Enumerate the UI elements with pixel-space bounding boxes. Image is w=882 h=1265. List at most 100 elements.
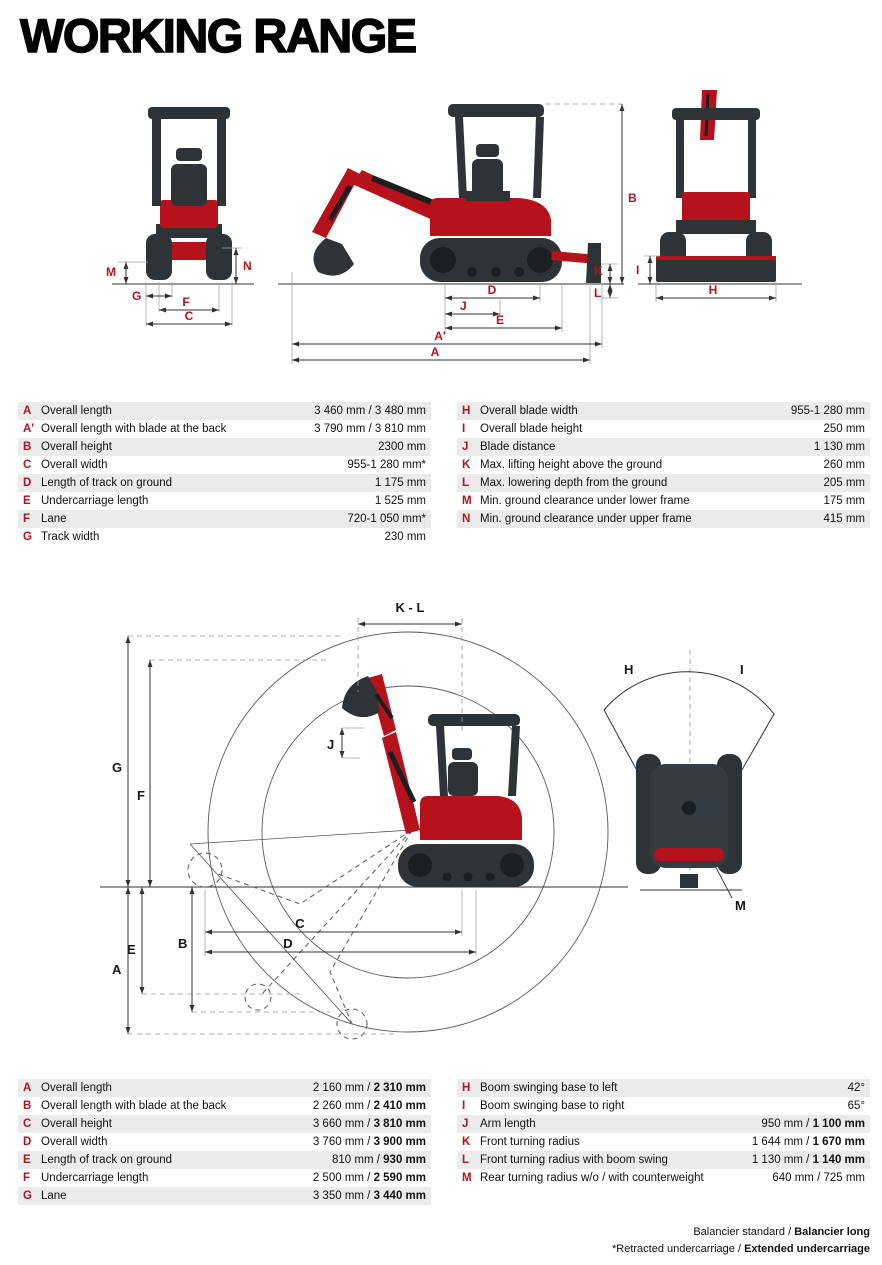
row-key-letter: N — [462, 513, 471, 525]
row-value: 2 500 mm / 2 590 mm — [312, 1172, 426, 1184]
row-value: 720-1 050 mm* — [347, 513, 426, 525]
row-label: Max. lowering depth from the ground — [480, 477, 668, 489]
dim-label-a: A — [431, 345, 440, 359]
row-key-letter: G — [23, 1190, 32, 1202]
row-label: Overall width — [41, 459, 108, 471]
row-label: Front turning radius with boom swing — [480, 1154, 668, 1166]
dim-label-e: E — [496, 313, 504, 327]
dim-label-m: M — [106, 265, 116, 279]
row-value: 2 160 mm / 2 310 mm — [312, 1082, 426, 1094]
row-label: Boom swinging base to right — [480, 1100, 625, 1112]
page-title: WORKING RANGE — [19, 8, 418, 62]
row-value: 260 mm — [823, 459, 865, 471]
row-key-letter: H — [462, 1082, 471, 1094]
dim-label-b: B — [628, 191, 637, 205]
row-label: Lane — [41, 1190, 67, 1202]
row-key-letter: C — [23, 1118, 32, 1130]
row-key-letter: K — [462, 459, 471, 471]
row-value: 3 660 mm / 3 810 mm — [312, 1118, 426, 1130]
dim-label-d: D — [488, 283, 497, 297]
footnote-balancier: Balancier standard / Balancier long — [693, 1226, 870, 1238]
row-label: Front turning radius — [480, 1136, 580, 1148]
working-range-dimensions: K - L J G F E B A C — [112, 600, 477, 1035]
row-label: Length of track on ground — [41, 477, 173, 489]
row-value: 955-1 280 mm* — [347, 459, 426, 471]
row-key-letter: D — [23, 1136, 32, 1148]
side-view-drawing: B K L D J E A' A — [278, 103, 637, 364]
row-key-letter: B — [23, 441, 32, 453]
dim-label-h: H — [624, 662, 633, 677]
row-key-letter: J — [462, 1118, 469, 1130]
row-label: Length of track on ground — [41, 1154, 173, 1166]
row-label: Overall blade width — [480, 405, 578, 417]
row-value: 2300 mm — [378, 441, 426, 453]
row-label: Boom swinging base to left — [480, 1082, 618, 1094]
row-key-letter: B — [23, 1100, 32, 1112]
row-value: 1 525 mm — [374, 495, 426, 507]
row-value: 1 175 mm — [374, 477, 426, 489]
row-key-letter: H — [462, 405, 471, 417]
row-label: Undercarriage length — [41, 1172, 149, 1184]
row-label: Lane — [41, 513, 67, 525]
row-label: Arm length — [480, 1118, 536, 1130]
dim-label-j: J — [460, 299, 467, 313]
dim-label-c: C — [295, 916, 305, 931]
table-row: B Overall height 2300 mm — [18, 438, 431, 456]
dim-label-k: K — [594, 264, 603, 278]
table-row: H Boom swinging base to left 42° — [457, 1079, 870, 1097]
dim-label-j: J — [327, 737, 334, 752]
dim-label-l: L — [594, 286, 601, 300]
dim-label-n: N — [243, 259, 252, 273]
row-label: Overall length — [41, 405, 112, 417]
row-value: 950 mm / 1 100 mm — [761, 1118, 865, 1130]
row-key-letter: A — [23, 405, 32, 417]
row-label: Blade distance — [480, 441, 556, 453]
row-value: 640 mm / 725 mm — [772, 1172, 865, 1184]
row-label: Overall length with blade at the back — [41, 1100, 227, 1112]
dim-label-a: A — [112, 962, 122, 977]
row-key-letter: K — [462, 1136, 471, 1148]
front-view-drawing: M N G F C — [106, 107, 254, 327]
dim-label-f: F — [182, 295, 189, 309]
dim-label-h: H — [709, 283, 718, 297]
dim-label-f: F — [137, 788, 145, 803]
row-label: Overall height — [41, 441, 112, 453]
dim-label-d: D — [283, 936, 292, 951]
rear-view-drawing: I H — [636, 90, 802, 302]
row-value: 250 mm — [823, 423, 865, 435]
row-key-letter: M — [462, 495, 472, 507]
row-value: 2 260 mm / 2 410 mm — [312, 1100, 426, 1112]
table-row: C Overall width 955-1 280 mm* — [18, 456, 431, 474]
row-label: Overall blade height — [480, 423, 583, 435]
row-key-letter: C — [23, 459, 32, 471]
row-key-letter: G — [23, 531, 32, 543]
row-label: Track width — [41, 531, 100, 543]
working-envelope — [100, 631, 628, 1040]
table-row: B Overall length with blade at the back 2 … — [18, 1097, 431, 1115]
row-value: 175 mm — [823, 495, 865, 507]
row-value: 810 mm / 930 mm — [332, 1154, 426, 1166]
row-label: Rear turning radius w/o / with counterwe… — [480, 1172, 704, 1184]
row-label: Overall length — [41, 1082, 112, 1094]
row-value: 3 790 mm / 3 810 mm — [314, 423, 426, 435]
row-value: 1 130 mm — [813, 441, 865, 453]
row-value: 42° — [847, 1082, 865, 1094]
working-range-diagram: K - L J G F E B A C — [100, 600, 775, 1040]
